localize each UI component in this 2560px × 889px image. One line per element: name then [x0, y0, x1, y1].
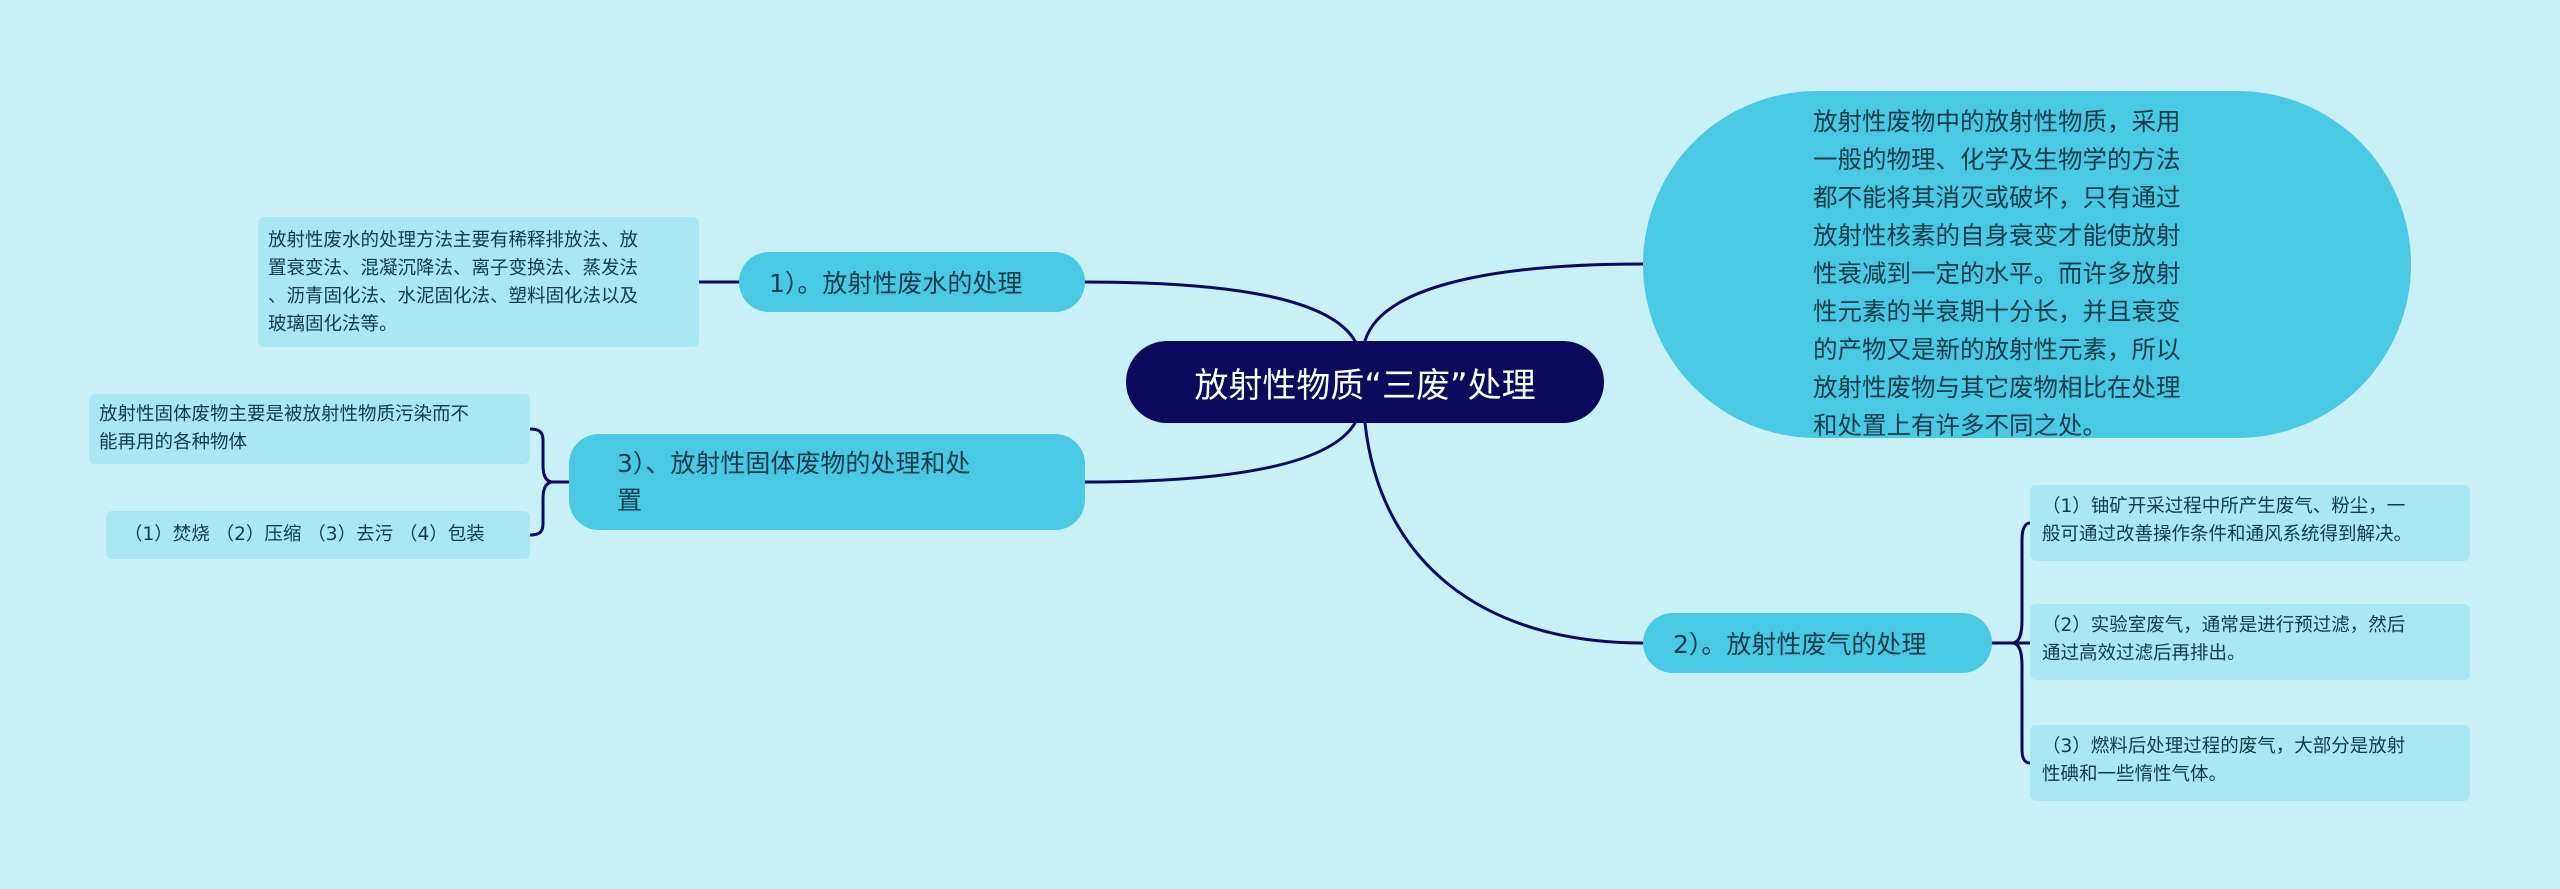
leaf-line: （1）铀矿开采过程中所产生废气、粉尘，一 — [2042, 496, 2406, 517]
intro-line: 和处置上有许多不同之处。 — [1813, 411, 2107, 440]
connector-b3-leaves — [528, 427, 571, 537]
branch-solid-waste[interactable]: 3）、放射性固体废物的处理和处 置 — [569, 434, 1085, 530]
branch-label-line: 置 — [617, 486, 643, 515]
root-topic-label: 放射性物质“三废”处理 — [1194, 365, 1536, 406]
leaf-line: （1）焚烧 （2）压缩 （3）去污 （4）包装 — [124, 524, 485, 545]
connector-b2-leaves — [1990, 521, 2032, 765]
connector-root-b3 — [1083, 421, 1357, 484]
leaf-line: （2）实验室废气，通常是进行预过滤，然后 — [2042, 615, 2406, 636]
leaf-line: （3）燃料后处理过程的废气，大部分是放射 — [2042, 736, 2406, 757]
leaf-line: 、沥青固化法、水泥固化法、塑料固化法以及 — [268, 286, 639, 307]
root-topic[interactable]: 放射性物质“三废”处理 — [1126, 341, 1604, 423]
intro-line: 都不能将其消灭或破坏，只有通过 — [1813, 183, 2181, 212]
intro-topic[interactable]: 放射性废物中的放射性物质，采用 一般的物理、化学及生物学的方法 都不能将其消灭或… — [1643, 91, 2411, 440]
intro-line: 的产物又是新的放射性元素，所以 — [1813, 335, 2181, 364]
leaf-line: 能再用的各种物体 — [99, 432, 248, 453]
connector-root-b2 — [1363, 421, 1645, 645]
leaf-line: 放射性废水的处理方法主要有稀释排放法、放 — [268, 230, 639, 251]
branch-label: 1）。放射性废水的处理 — [769, 269, 1023, 298]
leaf-line: 般可通过改善操作条件和通风系统得到解决。 — [2042, 524, 2413, 545]
leaf-solid-methods[interactable]: （1）焚烧 （2）压缩 （3）去污 （4）包装 — [106, 511, 530, 559]
leaf-gas-mining[interactable]: （1）铀矿开采过程中所产生废气、粉尘，一 般可通过改善操作条件和通风系统得到解决… — [2030, 485, 2470, 561]
leaf-line: 放射性固体废物主要是被放射性物质污染而不 — [99, 404, 470, 425]
intro-line: 放射性核素的自身衰变才能使放射 — [1813, 221, 2181, 250]
connector-root-intro — [1363, 262, 1645, 343]
leaf-line: 通过高效过滤后再排出。 — [2042, 643, 2246, 664]
leaf-line: 置衰变法、混凝沉降法、离子变换法、蒸发法 — [268, 258, 639, 279]
branch-label-line: 3）、放射性固体废物的处理和处 — [617, 449, 971, 478]
intro-line: 性衰减到一定的水平。而许多放射 — [1813, 259, 2181, 288]
leaf-solid-definition[interactable]: 放射性固体废物主要是被放射性物质污染而不 能再用的各种物体 — [89, 394, 530, 464]
branch-wastewater[interactable]: 1）。放射性废水的处理 — [739, 252, 1085, 312]
intro-line: 性元素的半衰期十分长，并且衰变 — [1813, 297, 2181, 326]
leaf-wastewater-methods[interactable]: 放射性废水的处理方法主要有稀释排放法、放 置衰变法、混凝沉降法、离子变换法、蒸发… — [258, 217, 699, 347]
intro-line: 放射性废物中的放射性物质，采用 — [1813, 107, 2181, 136]
branch-label: 2）。放射性废气的处理 — [1673, 630, 1927, 659]
leaf-gas-lab[interactable]: （2）实验室废气，通常是进行预过滤，然后 通过高效过滤后再排出。 — [2030, 604, 2470, 680]
intro-line: 放射性废物与其它废物相比在处理 — [1813, 373, 2181, 402]
branch-waste-gas[interactable]: 2）。放射性废气的处理 — [1643, 613, 1992, 673]
leaf-line: 性碘和一些惰性气体。 — [2042, 764, 2228, 785]
intro-line: 一般的物理、化学及生物学的方法 — [1813, 145, 2181, 174]
connector-root-b1 — [1083, 280, 1357, 343]
leaf-line: 玻璃固化法等。 — [268, 314, 398, 335]
leaf-gas-reprocessing[interactable]: （3）燃料后处理过程的废气，大部分是放射 性碘和一些惰性气体。 — [2030, 725, 2470, 801]
